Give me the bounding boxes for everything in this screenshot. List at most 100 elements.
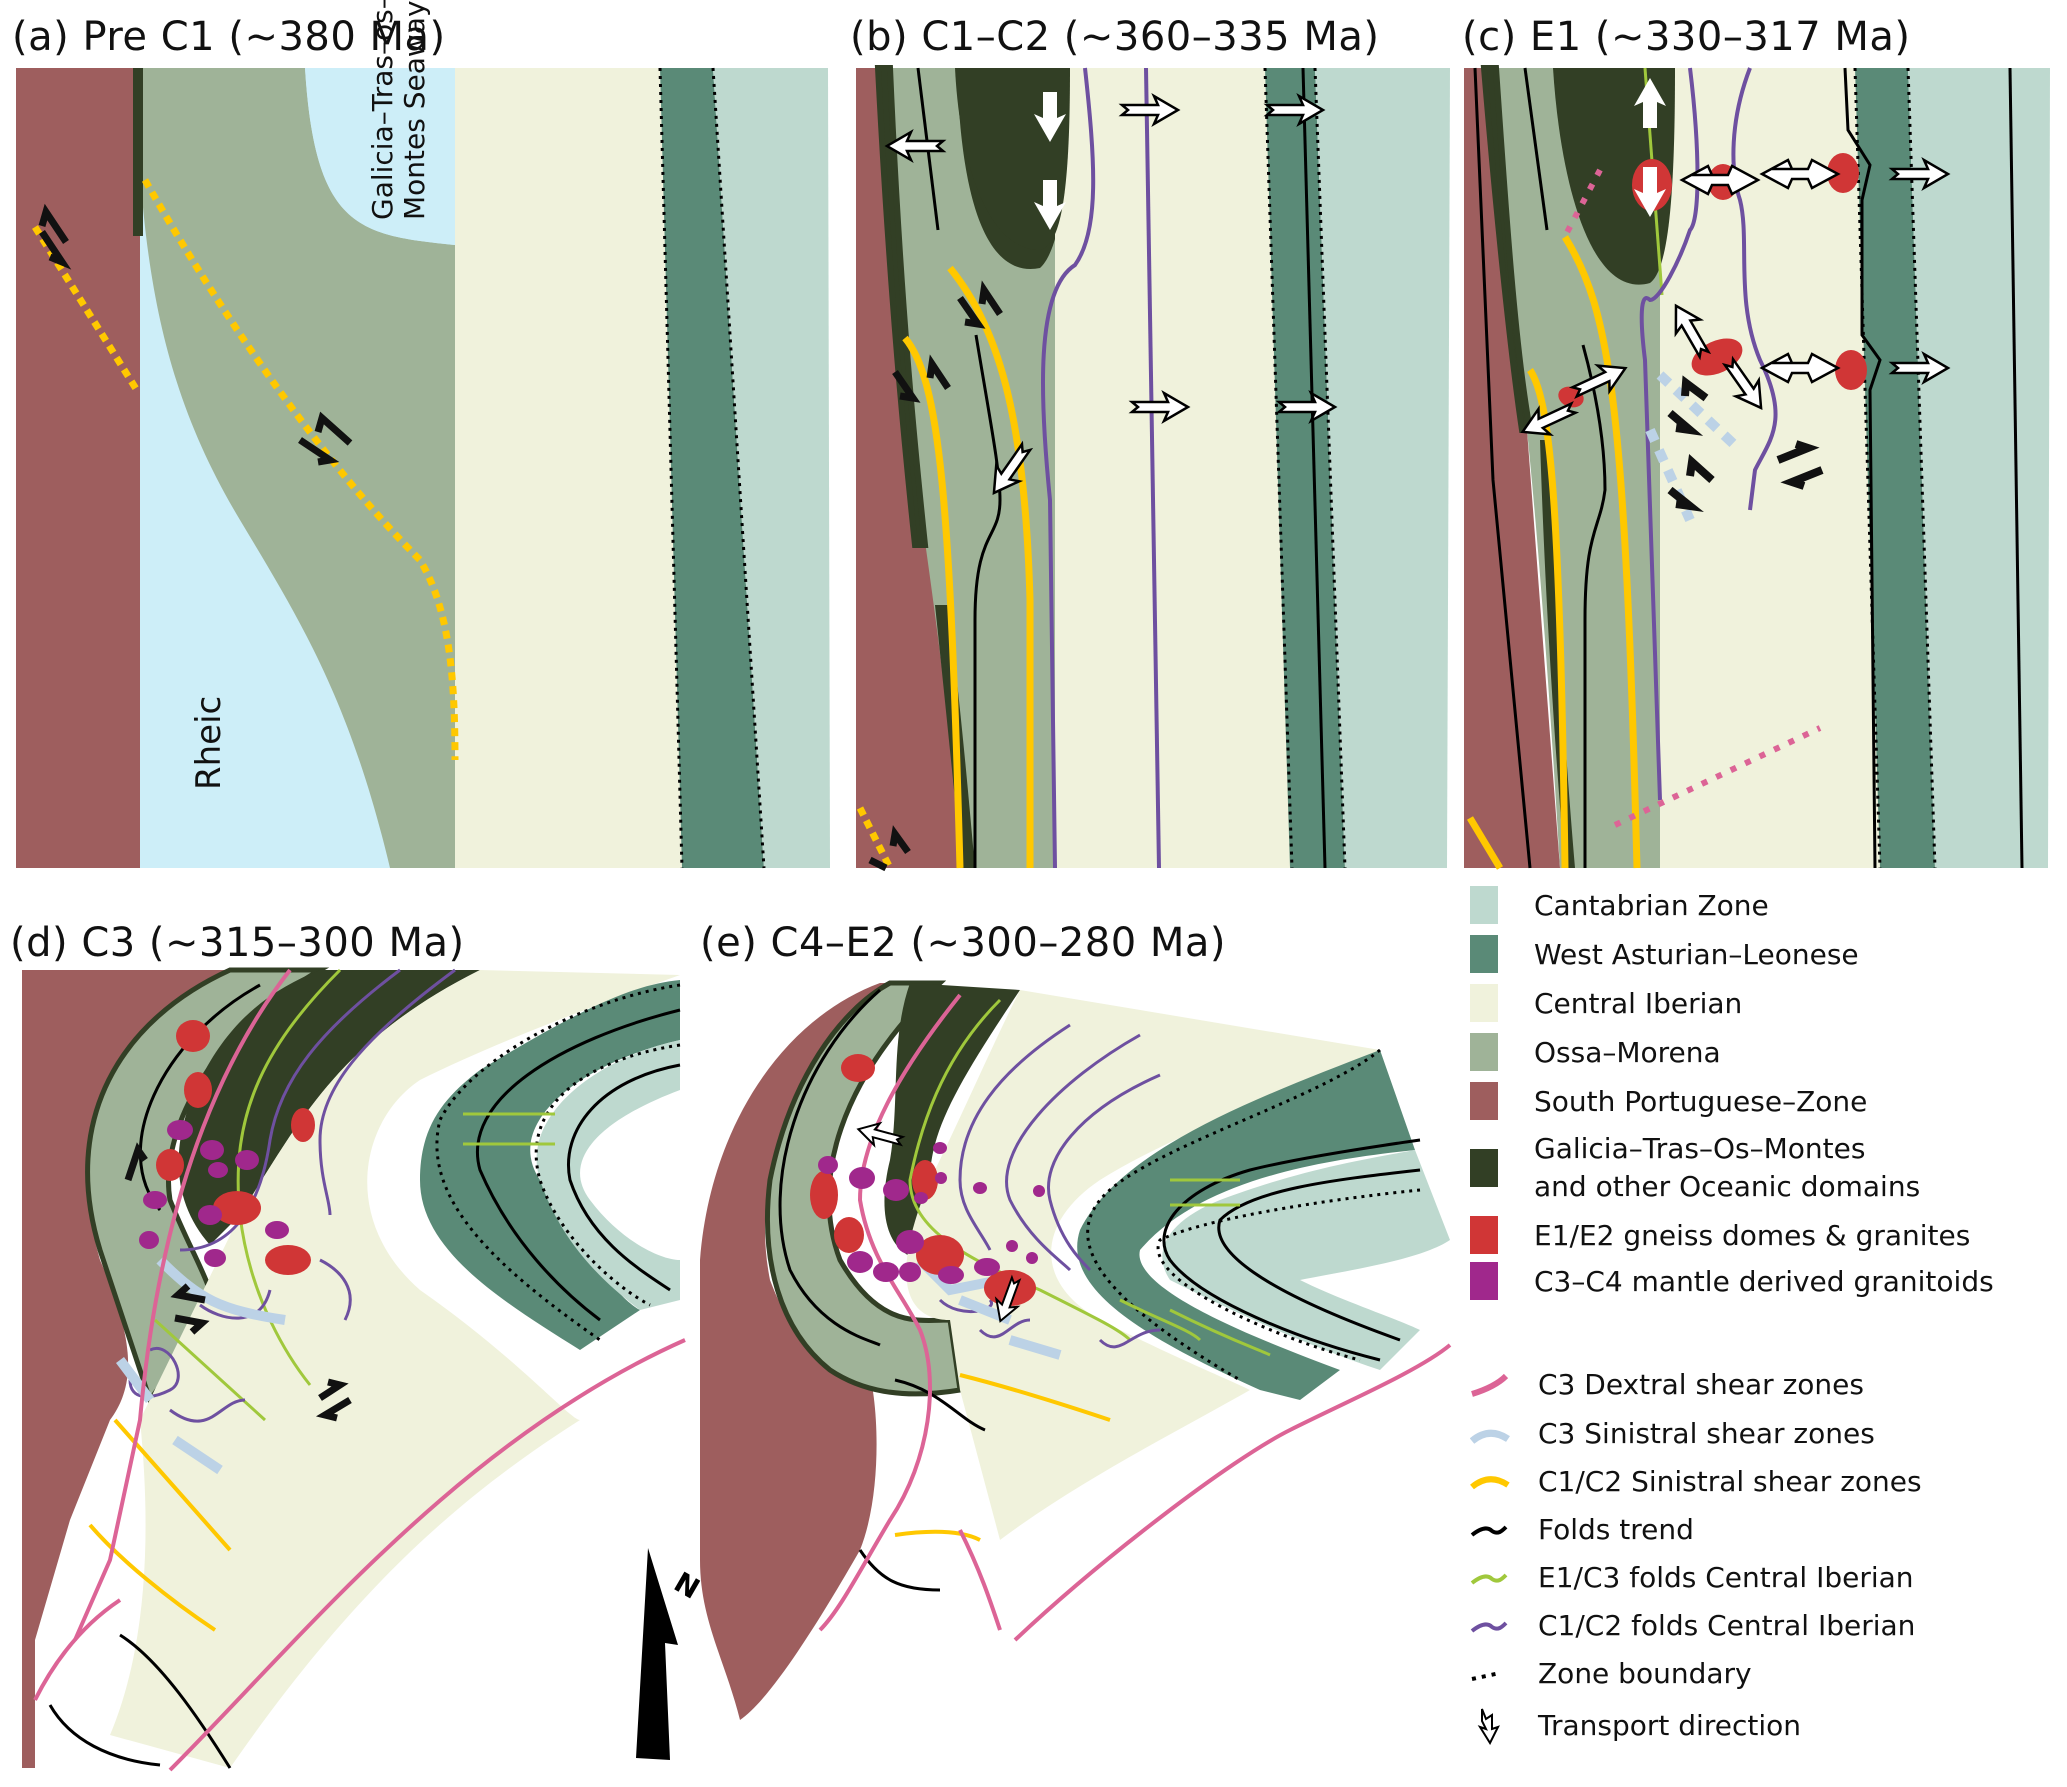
folds-trend	[2008, 67, 2024, 869]
zone-boundary	[1263, 67, 1347, 869]
legend-item-c1c2-folds: C1/C2 folds Central Iberian	[1470, 1609, 1915, 1642]
central-iberian-zone	[1660, 68, 1882, 868]
legend-label: Central Iberian	[1534, 986, 1743, 1020]
seaway-label-2: Montes Seaway	[398, 0, 431, 220]
c1c2-folds-central-iberian	[1144, 67, 1161, 869]
south-portuguese-zone	[1464, 68, 1560, 868]
c1c2-sinistral-shear-zone	[1466, 816, 1504, 870]
gneiss-swatch	[1470, 1216, 1498, 1254]
north-arrow-icon	[636, 1548, 678, 1760]
c1c2-sinistral-shear-zone	[902, 335, 964, 869]
green-wave-icon	[1470, 1573, 1508, 1585]
pink-curve-icon	[1471, 1373, 1509, 1397]
galicia-oceanic-domain	[955, 68, 1070, 250]
c1c2-folds-central-iberian	[319, 1258, 352, 1321]
legend-item-cantabrian: Cantabrian Zone	[1470, 886, 1769, 924]
zone-boundary	[1853, 67, 1937, 869]
legend-item-mantle: C3–C4 mantle derived granitoids	[1470, 1262, 1994, 1300]
shear-sense-arrows	[1667, 375, 1824, 513]
panel-a-map: Galicia–Tras–os– Montes Seaway Rheic	[16, 0, 830, 869]
c3-dextral-shear-zone	[958, 1529, 1002, 1631]
ossa-morena-swatch	[1470, 1033, 1498, 1071]
yellow-curve-icon	[1470, 1475, 1510, 1489]
galicia-strip	[133, 68, 143, 236]
central-iberian-zone	[110, 970, 680, 1768]
cantabrian-swatch	[1470, 886, 1498, 924]
south-portuguese-zone	[700, 983, 890, 1720]
folds-trend	[476, 1008, 681, 1322]
west-asturian-leonese-zone	[660, 68, 764, 868]
mantle-granitoids	[139, 1120, 289, 1267]
panel-b-map	[856, 65, 1450, 872]
ossa-morena-zone	[878, 68, 1055, 868]
west-asturian-swatch	[1470, 935, 1498, 973]
c1c2-sinistral-shear-zone	[141, 178, 459, 761]
legend-item-folds-trend: Folds trend	[1470, 1513, 1694, 1546]
legend-label-line2: and other Oceanic domains	[1534, 1170, 1921, 1203]
c3-dextral-shear-zone	[1560, 168, 1603, 242]
c1c2-sinistral-shear-zone	[856, 806, 894, 870]
cantabrian-zone	[536, 1040, 680, 1310]
legend-label: South Portuguese–Zone	[1534, 1084, 1868, 1118]
folds-trend	[1162, 1138, 1421, 1362]
legend-label: C3 Dextral shear zones	[1538, 1368, 1864, 1401]
panel-e-map	[700, 980, 1452, 1720]
c1c2-folds-central-iberian	[179, 968, 401, 1252]
folds-trend	[1301, 67, 1327, 869]
legend-item-south-portuguese: South Portuguese–Zone	[1470, 1082, 1867, 1120]
legend-item-zone-boundary: Zone boundary	[1470, 1657, 1752, 1690]
legend-item-e1c3-folds: E1/C3 folds Central Iberian	[1470, 1561, 1914, 1594]
e1c3-folds-central-iberian	[1119, 1178, 1271, 1357]
zone-boundary	[435, 983, 681, 1342]
c3-sinistral-shear-zone	[1645, 427, 1695, 523]
legend-item-gneiss: E1/E2 gneiss domes & granites	[1470, 1216, 1970, 1254]
mantle-granitoids	[818, 1142, 1045, 1284]
legend-label: Ossa–Morena	[1534, 1035, 1721, 1069]
panel-b-title: (b) C1–C2 (~360–335 Ma)	[850, 14, 1380, 60]
legend-item-c3-sinistral: C3 Sinistral shear zones	[1470, 1417, 1875, 1450]
c3-dextral-shear-zone	[1613, 725, 1822, 828]
legend-label: Transport direction	[1538, 1708, 1801, 1742]
legend-item-dextral: C3 Dextral shear zones	[1470, 1368, 1864, 1401]
e1c3-folds-central-iberian	[153, 1318, 267, 1422]
shear-sense-arrows	[124, 1142, 352, 1422]
legend-label: Cantabrian Zone	[1534, 888, 1769, 922]
gneiss-domes	[156, 1020, 315, 1275]
south-portuguese-swatch	[1470, 1082, 1498, 1120]
c1c2-folds-central-iberian	[1040, 67, 1096, 869]
galicia-swatch	[1470, 1149, 1498, 1187]
south-portuguese-zone	[22, 970, 240, 1768]
legend-item-transport: Transport direction	[1470, 1705, 1801, 1745]
galicia-seaway	[305, 68, 455, 245]
folds-trend	[567, 1063, 681, 1292]
transport-arrow-icon	[1477, 1708, 1500, 1745]
panel-c-map	[1464, 65, 2050, 870]
black-wave-icon	[1470, 1525, 1508, 1537]
legend-item-west-asturian: West Asturian–Leonese	[1470, 935, 1859, 973]
folds-trend	[1581, 344, 1607, 868]
central-iberian-zone	[906, 990, 1380, 1540]
c3-dextral-shear-zone	[1013, 1343, 1452, 1642]
west-asturian-leonese-zone	[420, 980, 680, 1350]
folds-trend	[1843, 67, 1882, 869]
legend-label: C3–C4 mantle derived granitoids	[1534, 1264, 1994, 1298]
c1c2-folds-central-iberian	[1731, 67, 1778, 511]
c1c2-sinistral-shear-zone	[894, 1373, 1111, 1542]
west-asturian-leonese-zone	[1077, 1050, 1415, 1400]
panel-d-title: (d) C3 (~315–300 Ma)	[10, 920, 465, 966]
cantabrian-zone	[1315, 68, 1450, 868]
panel-c-title: (c) E1 (~330–317 Ma)	[1462, 14, 1911, 60]
folds-trend	[1523, 67, 1549, 231]
legend-label: C1/C2 Sinistral shear zones	[1538, 1465, 1922, 1498]
folds-trend	[138, 983, 261, 1211]
rheic-label: Rheic	[189, 696, 229, 790]
panel-d-map: N	[22, 967, 705, 1772]
e1c3-folds-central-iberian	[463, 1112, 555, 1146]
legend-label: West Asturian–Leonese	[1534, 937, 1859, 971]
shear-sense-arrows	[868, 280, 1003, 872]
central-iberian-swatch	[1470, 984, 1498, 1022]
cantabrian-zone	[713, 68, 830, 868]
south-portuguese-zone	[16, 68, 140, 868]
